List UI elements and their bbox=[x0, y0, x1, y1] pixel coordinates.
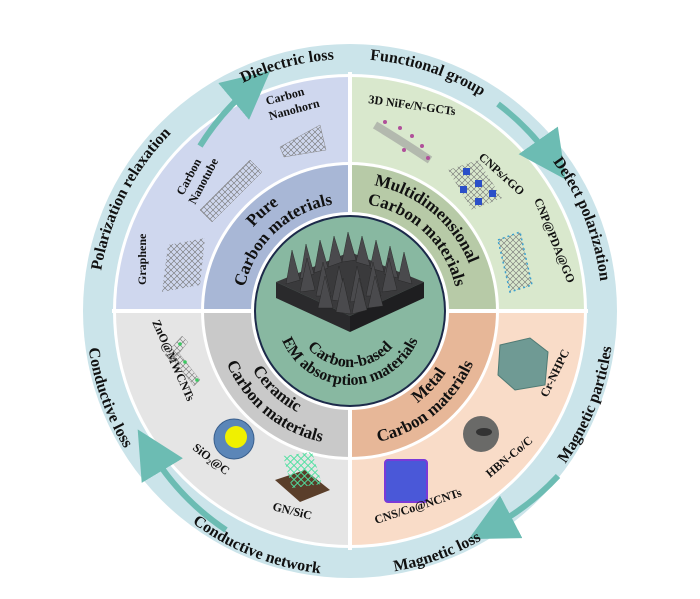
gn-sic-image bbox=[275, 452, 330, 502]
arrow-to-magnetic-loss bbox=[468, 473, 561, 540]
label-graphene: Graphene bbox=[135, 233, 149, 285]
carbon-nanotube-image bbox=[199, 159, 263, 223]
sio2-c-image bbox=[213, 418, 255, 460]
zno-mwcnts-image bbox=[164, 335, 201, 387]
arrow-to-dielectric-loss bbox=[197, 70, 271, 148]
cnps-rgo-image bbox=[448, 160, 502, 210]
cr-nhpc-image bbox=[497, 337, 549, 391]
nife-ngcts-image bbox=[372, 120, 433, 164]
arrow-to-conductive-loss bbox=[137, 429, 228, 533]
arrow-to-defect-polarization bbox=[496, 101, 566, 180]
cns-co-ncnts-image bbox=[384, 459, 428, 503]
cnp-pda-go-image bbox=[497, 231, 533, 293]
hbn-co-c-image bbox=[463, 416, 499, 452]
carbon-nanohorn-image bbox=[279, 124, 327, 158]
absorber-pyramid-image bbox=[276, 231, 424, 332]
cycle-arrows bbox=[137, 70, 566, 540]
graphene-image bbox=[162, 238, 205, 292]
